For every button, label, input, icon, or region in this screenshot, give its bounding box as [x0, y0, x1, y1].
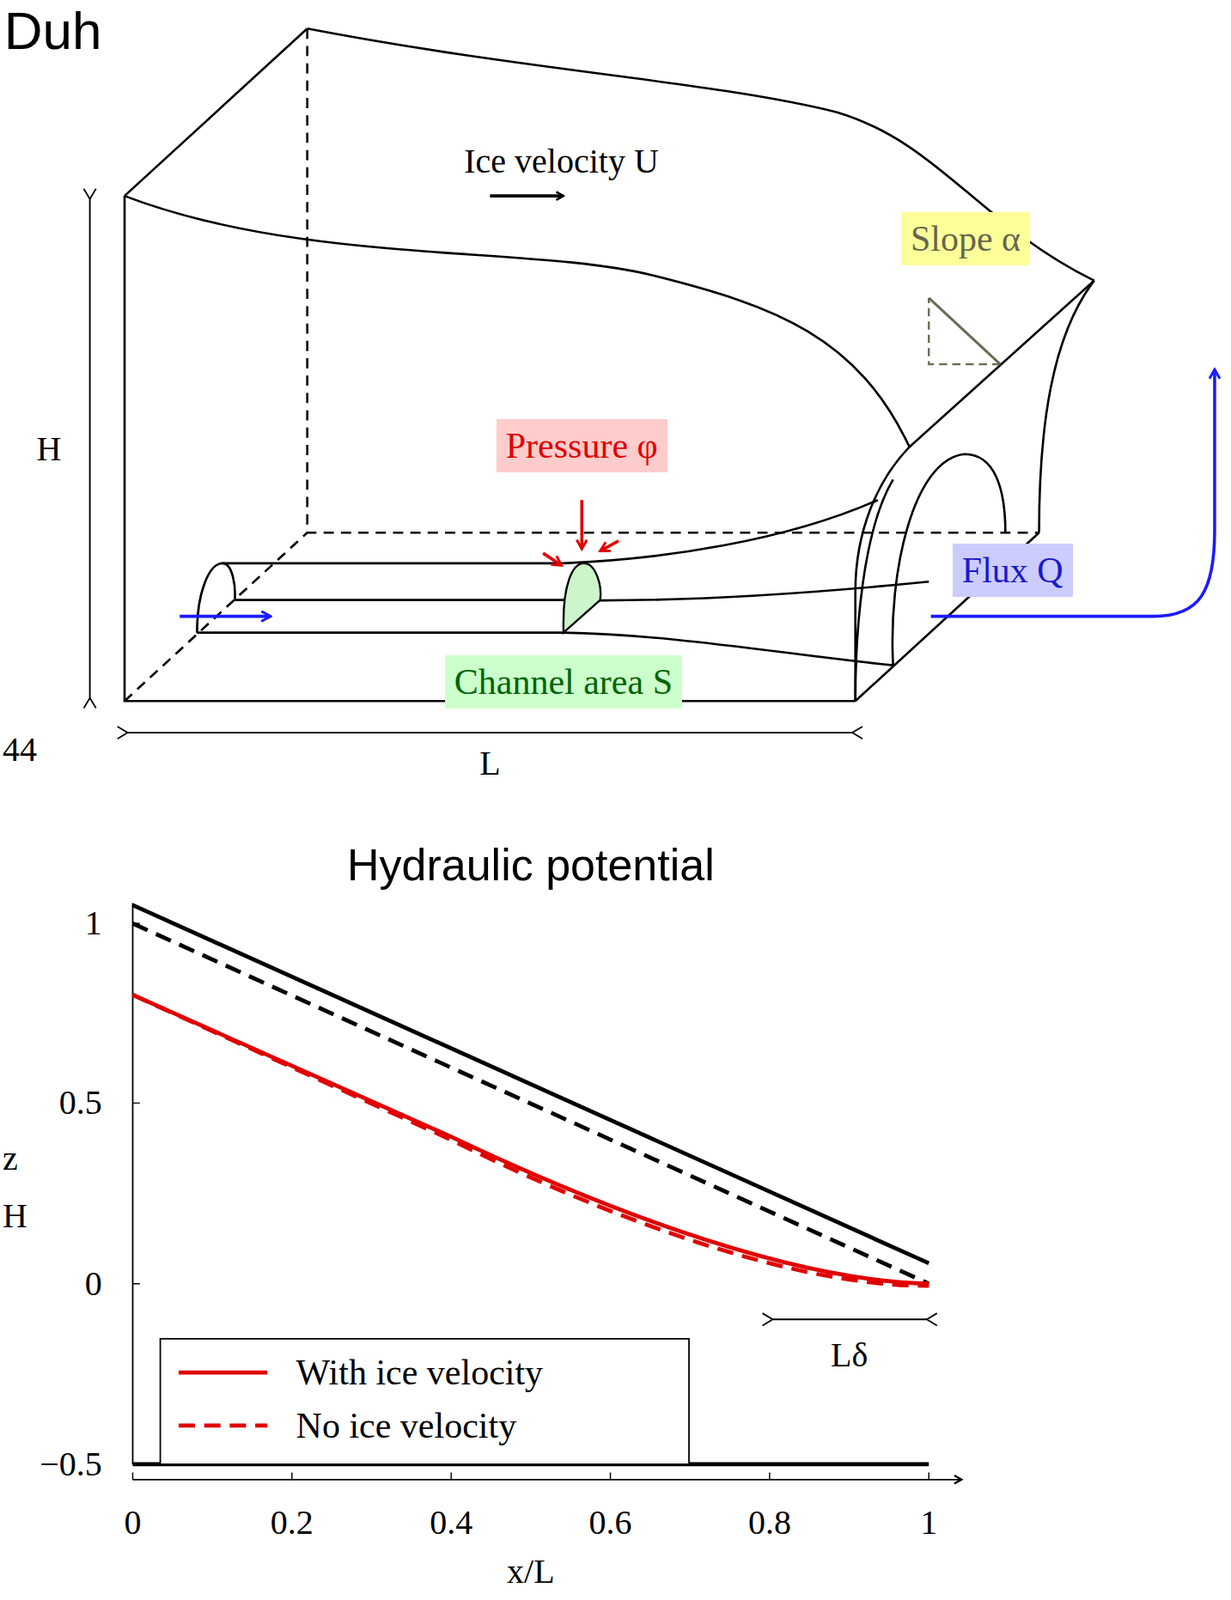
label-text: Pressure φ	[505, 426, 659, 466]
x-axis-label: x/L	[506, 1553, 555, 1591]
legend-sample-dashed	[178, 1423, 268, 1428]
label-text: Slope α	[910, 219, 1021, 259]
y-tick: 1	[85, 904, 103, 943]
y-tick: 0.5	[59, 1084, 103, 1122]
y-axis-label: z	[2, 1139, 19, 1178]
x-tick: 0.6	[589, 1504, 633, 1542]
flux-arrows	[179, 369, 1215, 617]
dimension-label: H	[36, 430, 62, 469]
length-label: Lδ	[830, 1336, 868, 1375]
dimension-arrows	[90, 199, 927, 1321]
channel-section	[563, 563, 601, 634]
y-tick: −0.5	[39, 1445, 103, 1484]
potential-no-velocity	[133, 994, 930, 1286]
x-tick: 0.2	[270, 1504, 314, 1542]
potential-with-velocity	[133, 994, 930, 1284]
page-number: 44	[2, 731, 37, 769]
dimension-label: L	[479, 744, 500, 783]
legend-sample-solid	[178, 1371, 268, 1376]
plot-axes	[133, 903, 963, 1481]
chart-title: Hydraulic potential	[347, 840, 715, 890]
label-box: Slope α	[901, 212, 1030, 266]
label-text: Channel area S	[454, 662, 673, 702]
label-text: Flux Q	[962, 550, 1064, 591]
surface-line	[133, 905, 930, 1264]
y-axis-label: H	[2, 1197, 28, 1236]
x-tick: 0.8	[748, 1504, 792, 1542]
cropped-heading: Duh	[4, 1, 103, 61]
glacier-block	[124, 28, 1095, 701]
x-tick: 0.4	[429, 1504, 473, 1542]
label-box: Channel area S	[444, 655, 683, 709]
ice-velocity-label: Ice velocity U	[463, 142, 659, 181]
legend-box	[160, 1339, 689, 1465]
ice-velocity-arrow	[489, 194, 564, 198]
slope-triangle	[928, 298, 1000, 365]
legend-text: No ice velocity	[296, 1406, 518, 1446]
surface-dashed-line	[133, 923, 930, 1284]
label-box: Flux Q	[952, 543, 1073, 598]
x-tick: 0	[123, 1504, 141, 1542]
pressure-arrows	[542, 499, 619, 566]
label-box: Pressure φ	[496, 419, 668, 473]
legend-text: With ice velocity	[296, 1352, 544, 1393]
y-tick: 0	[85, 1265, 103, 1304]
x-tick: 1	[920, 1504, 938, 1542]
